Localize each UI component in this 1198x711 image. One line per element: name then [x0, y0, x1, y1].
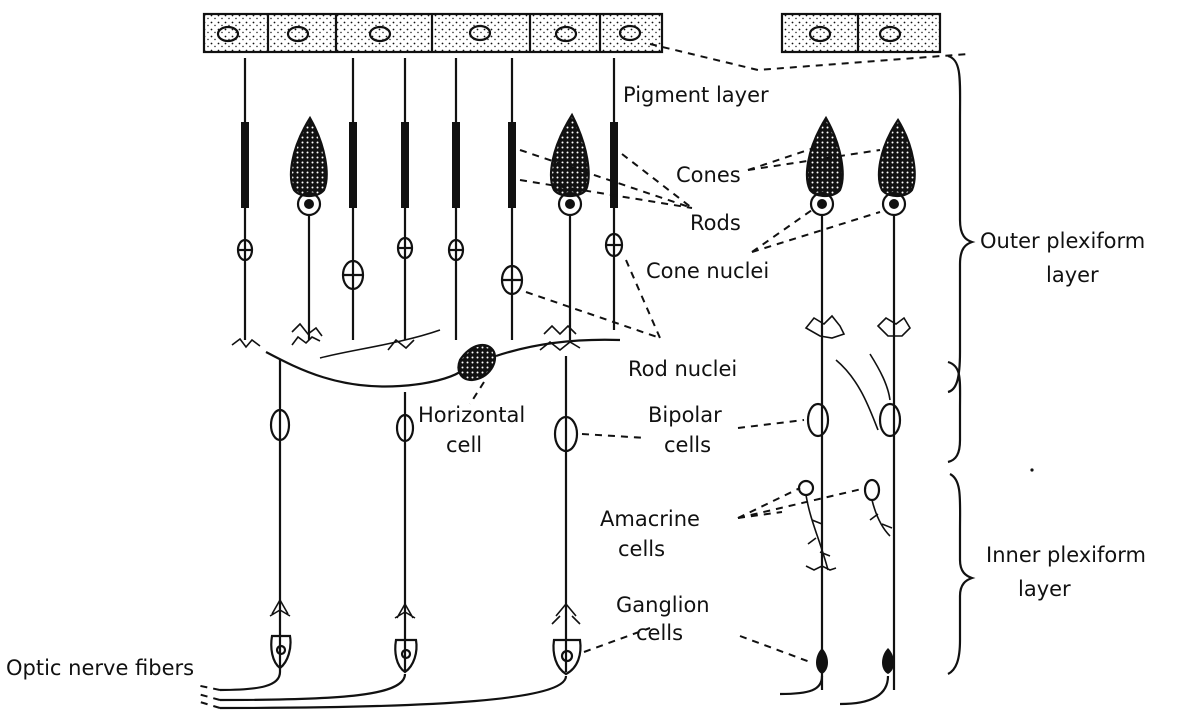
optic-nerve-fibers [196, 672, 888, 708]
pigment-epithelium-right [782, 14, 940, 52]
stray-dot [1030, 468, 1033, 471]
label-pigment-layer: Pigment layer [623, 83, 769, 107]
label-horizontal-cell-line1: Horizontal [418, 403, 525, 427]
label-bipolar-cells-line1: Bipolar [648, 403, 722, 427]
cone-cells [291, 115, 915, 690]
rod-cells [238, 58, 622, 340]
pigment-epithelium-left [204, 14, 662, 52]
label-optic-nerve-fibers: Optic nerve fibers [6, 656, 194, 680]
label-rods: Rods [690, 211, 741, 235]
label-outer-plexiform-line1: Outer plexiform [980, 229, 1145, 253]
label-rod-nuclei: Rod nuclei [628, 357, 737, 381]
inner-plexiform-brace [948, 474, 972, 674]
label-ganglion-cells-line2: cells [636, 621, 683, 645]
label-inner-plexiform-line1: Inner plexiform [986, 543, 1146, 567]
label-bipolar-cells-line2: cells [664, 433, 711, 457]
label-horizontal-cell-line2: cell [446, 433, 482, 457]
ganglion-cells [270, 600, 894, 674]
outer-plexiform-brace [948, 56, 972, 462]
label-outer-plexiform-line2: layer [1046, 263, 1099, 287]
label-ganglion-cells-line1: Ganglion [616, 593, 710, 617]
label-cones: Cones [676, 163, 741, 187]
label-inner-plexiform-line2: layer [1018, 577, 1071, 601]
label-amacrine-cells-line2: cells [618, 537, 665, 561]
bipolar-cells [271, 354, 900, 672]
label-amacrine-cells-line1: Amacrine [600, 507, 700, 531]
label-cone-nuclei: Cone nuclei [646, 259, 769, 283]
